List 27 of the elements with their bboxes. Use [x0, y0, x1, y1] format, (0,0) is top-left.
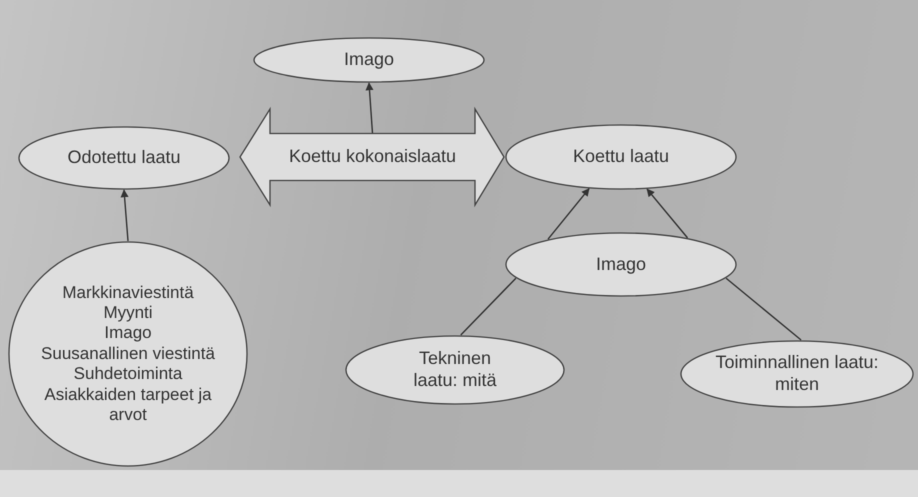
node-label: Suhdetoiminta	[74, 364, 182, 385]
arrow	[646, 188, 688, 238]
ellipse-node	[680, 340, 914, 408]
ellipse-node	[505, 232, 737, 297]
node-label: Asiakkaiden tarpeet ja arvot	[43, 384, 213, 426]
arrow	[120, 189, 129, 242]
node-label: Markkinaviestintä	[62, 282, 194, 304]
node-label: Imago	[104, 323, 152, 344]
arrow	[366, 82, 374, 134]
ellipse-node	[505, 124, 737, 190]
ellipse-node	[8, 241, 248, 467]
connector-line	[726, 278, 802, 341]
node-label: Odotettu laatu	[67, 147, 181, 169]
ellipse-node	[253, 37, 485, 83]
node-label: Tekninen laatu: mitä	[412, 348, 498, 392]
node-label: Suusanallinen viestintä	[41, 344, 215, 364]
node-label: Koettu kokonaislaatu	[288, 146, 456, 168]
ellipse-node	[345, 335, 565, 405]
connector-line	[460, 278, 516, 336]
node-label: Koettu laatu	[572, 146, 670, 168]
node-label: Toiminnallinen laatu: miten	[714, 352, 880, 396]
node-label: Myynti	[103, 303, 153, 324]
arrow	[547, 188, 590, 240]
ellipse-node	[18, 126, 230, 190]
node-label: Imago	[596, 254, 646, 276]
node-label: Imago	[344, 49, 394, 71]
double-arrow-shape	[240, 108, 505, 206]
